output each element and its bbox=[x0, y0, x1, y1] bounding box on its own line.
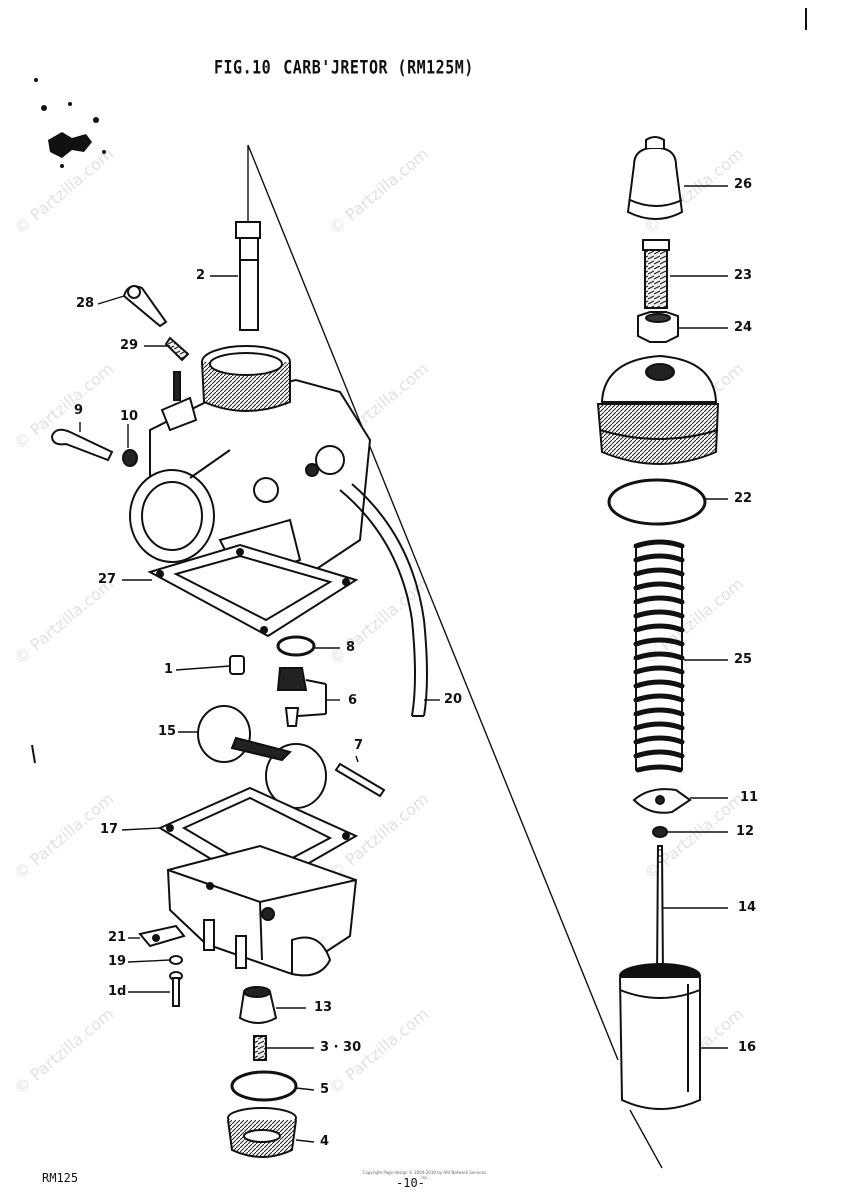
part-14-jet-needle bbox=[655, 845, 665, 979]
part-22-o-ring bbox=[607, 478, 707, 526]
part-3-main-jet bbox=[253, 1035, 267, 1061]
callout-27: 27 bbox=[98, 572, 117, 587]
part-5-gasket bbox=[230, 1070, 298, 1102]
callout-3-30: 3 · 30 bbox=[320, 1040, 362, 1055]
part-9-air-screw bbox=[50, 428, 114, 462]
part-16-throttle-valve bbox=[619, 963, 701, 1110]
watermark: © Partzilla.com bbox=[10, 1004, 117, 1098]
page-number: -10- bbox=[396, 1176, 425, 1190]
callout-1: 1 bbox=[164, 662, 174, 677]
callout-9: 9 bbox=[74, 403, 84, 418]
callout-23: 23 bbox=[734, 268, 753, 283]
part-19-washer bbox=[169, 955, 183, 965]
callout-10: 10 bbox=[120, 409, 139, 424]
callout-19: 19 bbox=[108, 954, 127, 969]
callout-25: 25 bbox=[734, 652, 753, 667]
callout-26: 26 bbox=[734, 177, 753, 192]
part-20-vent-tube bbox=[339, 483, 428, 717]
callout-12: 12 bbox=[736, 824, 755, 839]
part-8-washer bbox=[276, 635, 316, 657]
part-27-gasket bbox=[147, 543, 359, 638]
callout-18: 1d bbox=[108, 984, 127, 999]
part-21-bracket bbox=[138, 924, 186, 948]
carburetor-body bbox=[129, 345, 372, 582]
part-15-float bbox=[197, 705, 327, 809]
part-23-adjuster-screw bbox=[642, 239, 670, 309]
scan-noise bbox=[31, 8, 807, 764]
assembly-line bbox=[247, 144, 663, 1169]
callout-11: 11 bbox=[740, 790, 759, 805]
watermark: © Partzilla.com bbox=[10, 144, 117, 238]
model-label: RM125 bbox=[42, 1171, 79, 1185]
callout-24: 24 bbox=[734, 320, 753, 335]
leader-lines bbox=[79, 185, 728, 1143]
figure-label: FIG.10 bbox=[214, 55, 272, 79]
callout-2: 2 bbox=[196, 268, 206, 283]
part-18-screw bbox=[169, 971, 183, 1007]
copyright-notice: Copyright Page design © 2004-2019 by ARI… bbox=[362, 1170, 488, 1180]
part-13-main-jet-holder bbox=[238, 986, 278, 1024]
callout-8: 8 bbox=[346, 640, 356, 655]
watermark: © Partzilla.com bbox=[10, 574, 117, 668]
part-11-needle-clip-plate bbox=[632, 788, 692, 814]
callout-14: 14 bbox=[738, 900, 757, 915]
part-cap-top bbox=[596, 354, 720, 465]
figure-title: FIG.10 CARB'JRETOR (RM125M) bbox=[214, 56, 486, 79]
callout-13: 13 bbox=[314, 1000, 333, 1015]
part-1-pilot-jet bbox=[229, 655, 245, 675]
callout-5: 5 bbox=[320, 1082, 330, 1097]
part-25-spring bbox=[633, 539, 685, 773]
callout-22: 22 bbox=[734, 491, 753, 506]
part-4-drain-plug bbox=[227, 1107, 297, 1158]
part-12-e-clip bbox=[652, 826, 668, 838]
callout-20: 20 bbox=[444, 692, 463, 707]
part-2-starter-plunger bbox=[235, 221, 261, 331]
float-bowl bbox=[166, 844, 358, 977]
callout-15: 15 bbox=[158, 724, 177, 739]
part-28-screw bbox=[122, 285, 168, 328]
watermark: © Partzilla.com bbox=[325, 144, 432, 238]
callout-17: 17 bbox=[100, 822, 119, 837]
callout-6: 6 bbox=[348, 693, 358, 708]
part-29-screw bbox=[164, 336, 190, 362]
part-7-float-pin bbox=[334, 762, 386, 798]
callout-16: 16 bbox=[738, 1040, 757, 1055]
part-26-cap-boot bbox=[626, 136, 684, 220]
callout-4: 4 bbox=[320, 1134, 330, 1149]
part-6-needle-valve bbox=[276, 667, 327, 727]
figure-caption: CARB'JRETOR (RM125M) bbox=[283, 55, 474, 79]
callout-29: 29 bbox=[120, 338, 139, 353]
callout-7: 7 bbox=[354, 738, 364, 753]
callout-28: 28 bbox=[76, 296, 95, 311]
part-24-lock-nut bbox=[637, 311, 679, 343]
callout-21: 21 bbox=[108, 930, 127, 945]
part-10-spring bbox=[122, 449, 138, 467]
